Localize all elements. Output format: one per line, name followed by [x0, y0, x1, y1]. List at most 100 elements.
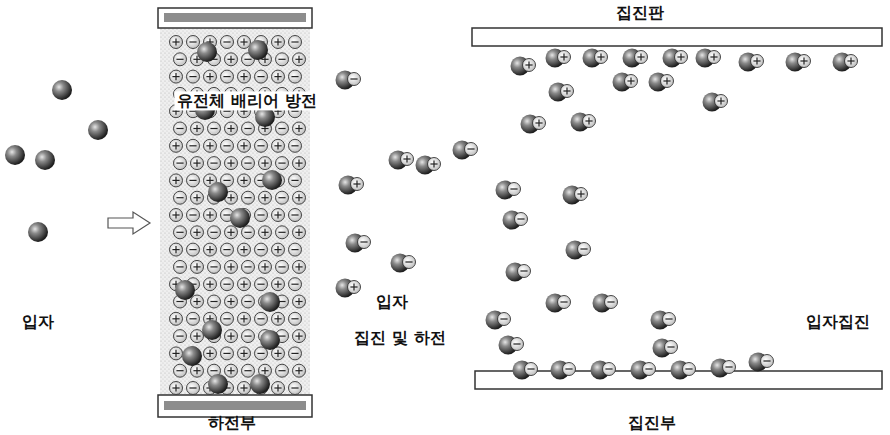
charged-particle [486, 311, 511, 330]
sign-stroke [353, 283, 354, 290]
ion-circle [259, 157, 272, 170]
negative-ion [242, 157, 255, 170]
sign-stroke [196, 263, 197, 270]
ion-circle [428, 158, 441, 171]
negative-ion [289, 174, 302, 187]
ion-circle [511, 338, 524, 351]
particle [248, 40, 268, 60]
sign-stroke [257, 249, 264, 250]
particle [28, 222, 48, 242]
sign-stroke [277, 38, 278, 45]
sign-stroke [189, 318, 196, 319]
ion-circle [221, 70, 234, 83]
ion-circle [289, 174, 302, 187]
ion-circle [401, 153, 414, 166]
particles [5, 40, 858, 394]
sign-stroke [230, 229, 231, 236]
sign-stroke [406, 155, 407, 162]
negative-ion [221, 243, 234, 256]
sign-stroke [189, 76, 196, 77]
ion-circle [242, 226, 255, 239]
ion-circle [465, 143, 478, 156]
charged-particle [511, 57, 536, 76]
sign-stroke [223, 145, 230, 146]
ion-circle [595, 51, 608, 64]
sign-stroke [277, 315, 278, 322]
positive-ion [170, 347, 183, 360]
ion-circle [358, 236, 371, 249]
positive-ion [170, 139, 183, 152]
sign-stroke [223, 284, 230, 285]
charged-particle [336, 71, 361, 90]
ion-circle [525, 363, 538, 376]
sign-stroke [176, 128, 183, 129]
positive-ion [272, 139, 285, 152]
sign-stroke [175, 177, 176, 184]
ion-circle [187, 174, 200, 187]
positive-ion [238, 174, 251, 187]
ion-circle [272, 139, 285, 152]
negative-ion [255, 139, 268, 152]
ion-circle [204, 278, 217, 291]
negative-ion [255, 312, 268, 325]
ion-circle [272, 312, 285, 325]
sign-stroke [538, 119, 539, 126]
positive-ion [272, 70, 285, 83]
positive-ion [204, 243, 217, 256]
negative-ion [242, 122, 255, 135]
sign-stroke [243, 315, 244, 322]
sign-stroke [244, 336, 251, 337]
sign-stroke [291, 353, 298, 354]
sign-stroke [196, 298, 197, 305]
sign-stroke [291, 318, 298, 319]
negative-ion [174, 53, 187, 66]
sign-stroke [257, 353, 264, 354]
ion-circle [293, 364, 306, 377]
negative-ion [242, 191, 255, 204]
sign-stroke [176, 59, 183, 60]
sign-stroke [244, 59, 251, 60]
sign-stroke [580, 248, 587, 249]
ion-circle [715, 95, 728, 108]
sign-stroke [223, 249, 230, 250]
negative-ion [174, 260, 187, 273]
charged-particle [503, 211, 528, 230]
positive-ion [191, 191, 204, 204]
charged-particle [566, 241, 591, 260]
ion-circle [191, 295, 204, 308]
charged-particle [653, 339, 678, 358]
charged-particle [571, 113, 596, 132]
charged-particle [786, 53, 811, 72]
ion-circle [348, 281, 361, 294]
negative-ion [276, 122, 289, 135]
sign-stroke [291, 284, 298, 285]
ion-circle [225, 226, 238, 239]
label: 유전체 배리어 방전 [174, 91, 319, 110]
sign-stroke [243, 350, 244, 357]
sign-stroke [243, 38, 244, 45]
sign-stroke [176, 301, 183, 302]
ion-circle [191, 122, 204, 135]
negative-ion [276, 157, 289, 170]
sign-stroke [565, 368, 572, 369]
ion-circle [238, 278, 251, 291]
particle [88, 120, 108, 140]
ion-circle [187, 139, 200, 152]
sign-stroke [291, 180, 298, 181]
negative-ion [174, 226, 187, 239]
ion-circle [204, 209, 217, 222]
ion-circle [187, 382, 200, 395]
ion-circle [508, 183, 521, 196]
sign-stroke [175, 315, 176, 322]
positive-ion [259, 260, 272, 273]
sign-stroke [189, 387, 196, 388]
sign-stroke [189, 145, 196, 146]
negative-ion [255, 243, 268, 256]
particle [182, 346, 202, 366]
negative-ion [208, 122, 221, 135]
label: 집진 및 하전 [354, 328, 445, 347]
positive-ion [225, 157, 238, 170]
positive-ion [272, 36, 285, 49]
negative-ion [289, 209, 302, 222]
